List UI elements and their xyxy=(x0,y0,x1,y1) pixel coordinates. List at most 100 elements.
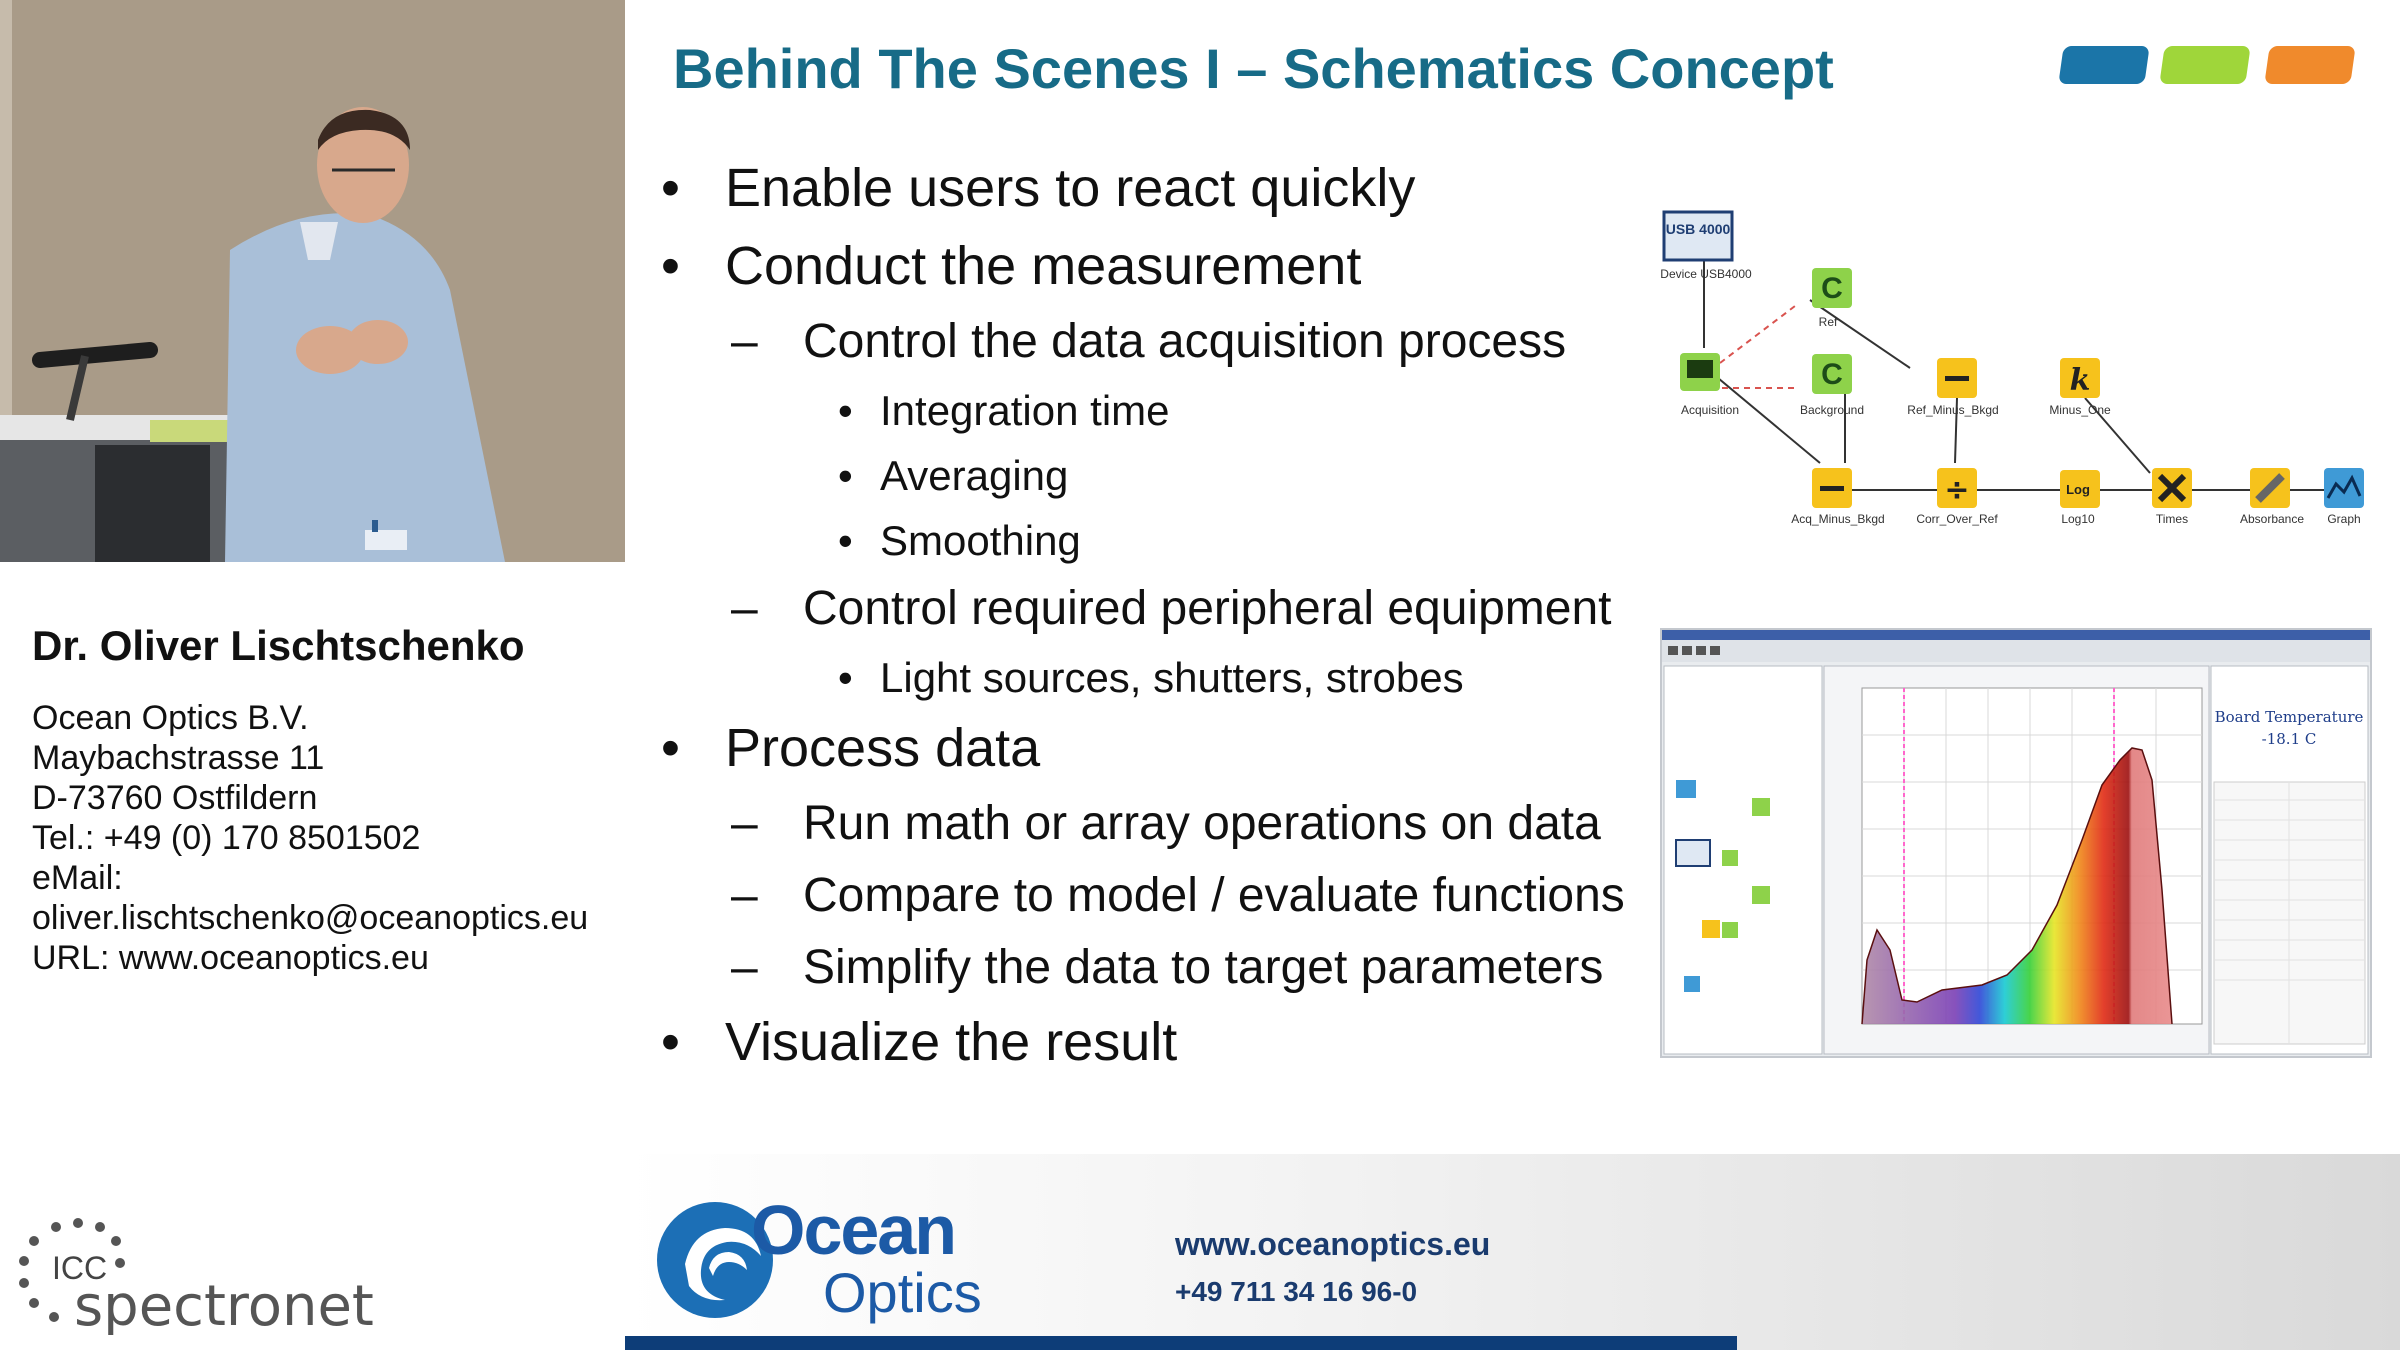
acquisition-label: Acquisition xyxy=(1681,403,1739,417)
device-usb4000-node: USB 4000 Device USB4000 xyxy=(1660,210,1752,281)
ocean-logo-text: Ocean xyxy=(751,1191,955,1269)
bullet-marker: • xyxy=(838,387,853,434)
bullet-text: Process data xyxy=(725,718,1041,778)
bullet-item-level-1: • Process data xyxy=(655,718,1735,778)
absorbance-node: Absorbance xyxy=(2240,468,2304,526)
bullet-item-level-2: –Control the data acquisition process xyxy=(655,314,1735,370)
dash-marker: – xyxy=(731,797,758,850)
bullet-item-level-3: • Smoothing xyxy=(655,516,1735,566)
footer-bar xyxy=(625,1336,1737,1350)
corr-over-ref-label: Corr_Over_Ref xyxy=(1916,512,1998,526)
speaker-info: Dr. Oliver Lischtschenko Ocean Optics B.… xyxy=(32,622,632,978)
bullet-text: Smoothing xyxy=(880,517,1081,564)
acq-minus-bkgd-node: Acq_Minus_Bkgd xyxy=(1791,468,1885,526)
bullet-text: Run math or array operations on data xyxy=(803,797,1601,850)
spectronet-logo-text: spectronet xyxy=(74,1274,374,1335)
bullet-item-level-2: –Compare to model / evaluate functions xyxy=(655,868,1735,924)
device-badge-text: USB 4000 xyxy=(1666,221,1731,237)
bullet-text: Control required peripheral equipment xyxy=(803,582,1612,635)
speaker-url: URL: www.oceanoptics.eu xyxy=(32,939,429,977)
accent-bar-orange xyxy=(2264,46,2356,84)
board-temperature-value: -18.1 C xyxy=(2262,730,2317,748)
log10-node: Log Log10 xyxy=(2060,470,2100,526)
acquisition-node: Acquisition xyxy=(1680,353,1739,417)
software-screenshot-content: Board Temperature -18.1 C xyxy=(1662,630,2370,1055)
footer-website: www.oceanoptics.eu xyxy=(1175,1226,1491,1262)
corr-over-ref-node: ÷ Corr_Over_Ref xyxy=(1916,468,1998,526)
icc-logo-text: ICC xyxy=(52,1250,107,1286)
bullet-text: Conduct the measurement xyxy=(725,236,1362,296)
accent-bar-green xyxy=(2159,46,2251,84)
device-usb4000-label: Device USB4000 xyxy=(1660,267,1752,281)
speaker-city: D-73760 Ostfildern xyxy=(32,779,318,817)
bullet-text: Averaging xyxy=(880,452,1069,499)
svg-text:k: k xyxy=(2070,363,2091,398)
bullet-text: Enable users to react quickly xyxy=(725,158,1416,218)
times-label: Times xyxy=(2156,512,2188,526)
bullet-marker: • xyxy=(838,654,853,701)
speaker-company: Ocean Optics B.V. xyxy=(32,699,309,737)
bullet-text: Simplify the data to target parameters xyxy=(803,941,1604,994)
speaker-street: Maybachstrasse 11 xyxy=(32,739,325,777)
times-node: Times xyxy=(2152,468,2192,526)
bullet-marker: • xyxy=(838,452,853,499)
bullet-marker: • xyxy=(661,236,680,296)
bullet-item-level-2: –Run math or array operations on data xyxy=(655,796,1735,852)
slide-title: Behind The Scenes I – Schematics Concept xyxy=(673,37,1834,100)
ocean-optics-logo: Ocean Optics xyxy=(657,1191,982,1324)
bullet-item-level-2: –Simplify the data to target parameters xyxy=(655,940,1735,996)
ref-minus-bkgd-node: Ref_Minus_Bkgd xyxy=(1907,358,1999,417)
slide-footer: Ocean Optics www.oceanoptics.eu +49 711 … xyxy=(625,1154,2400,1350)
bullet-text: Integration time xyxy=(880,387,1170,434)
acq-minus-bkgd-label: Acq_Minus_Bkgd xyxy=(1791,512,1884,526)
speaker-email: oliver.lischtschenko@oceanoptics.eu xyxy=(32,899,589,937)
log10-label: Log10 xyxy=(2061,512,2095,526)
icc-spectronet-logo: ICC spectronet xyxy=(19,1218,374,1335)
graph-node: Graph xyxy=(2324,468,2364,526)
bullet-marker: • xyxy=(661,1012,680,1072)
ref-node: C Ref xyxy=(1812,268,1852,329)
speaker-video-frame xyxy=(0,0,625,562)
footer-phone: +49 711 34 16 96-0 xyxy=(1175,1276,1418,1307)
background-label: Background xyxy=(1800,403,1864,417)
dash-marker: – xyxy=(731,941,758,994)
background-node: C Background xyxy=(1800,354,1864,417)
bullet-item-level-3: • Integration time xyxy=(655,386,1735,436)
bullet-text: Compare to model / evaluate functions xyxy=(803,869,1625,922)
svg-text:Log: Log xyxy=(2066,482,2090,497)
bullet-item-level-1: • Enable users to react quickly xyxy=(655,158,1735,218)
bullet-item-level-2: –Control required peripheral equipment xyxy=(655,581,1735,637)
minus-one-node: k Minus_One xyxy=(2049,358,2111,417)
speaker-name: Dr. Oliver Lischtschenko xyxy=(32,622,525,669)
ref-minus-bkgd-label: Ref_Minus_Bkgd xyxy=(1907,403,1998,417)
bullet-text: Visualize the result xyxy=(725,1012,1178,1072)
bullet-item-level-3: • Averaging xyxy=(655,451,1735,501)
graph-label: Graph xyxy=(2327,512,2360,526)
dash-marker: – xyxy=(731,582,758,635)
speaker-email-label: eMail: xyxy=(32,859,123,897)
bullet-marker: • xyxy=(661,718,680,778)
bullet-item-level-1: • Conduct the measurement xyxy=(655,236,1735,296)
bullet-list: • Enable users to react quickly • Conduct t… xyxy=(655,158,1735,1090)
speaker-tel: Tel.: +49 (0) 170 8501502 xyxy=(32,819,421,857)
software-screenshot: Board Temperature -18.1 C xyxy=(1660,628,2372,1058)
ref-label: Ref xyxy=(1819,315,1838,329)
bullet-item-level-3: • Light sources, shutters, strobes xyxy=(655,653,1735,703)
dash-marker: – xyxy=(731,315,758,368)
bullet-text: Light sources, shutters, strobes xyxy=(880,654,1464,701)
bullet-marker: • xyxy=(661,158,680,218)
bullet-marker: • xyxy=(838,517,853,564)
schematic-diagram: USB 4000 Device USB4000 C Ref Acquisitio… xyxy=(1660,210,2364,526)
absorbance-label: Absorbance xyxy=(2240,512,2304,526)
bullet-item-level-1: • Visualize the result xyxy=(655,1012,1735,1072)
accent-bar-blue xyxy=(2058,46,2150,84)
svg-text:C: C xyxy=(1821,358,1843,391)
bullet-text: Control the data acquisition process xyxy=(803,315,1567,368)
optics-logo-text: Optics xyxy=(823,1261,982,1324)
presentation-slide: Behind The Scenes I – Schematics Concept… xyxy=(625,0,2400,1350)
minus-one-label: Minus_One xyxy=(2049,403,2111,417)
svg-text:÷: ÷ xyxy=(1944,473,1969,508)
board-temperature-label: Board Temperature xyxy=(2215,708,2364,726)
svg-text:C: C xyxy=(1821,272,1843,305)
speaker-video xyxy=(0,0,625,562)
